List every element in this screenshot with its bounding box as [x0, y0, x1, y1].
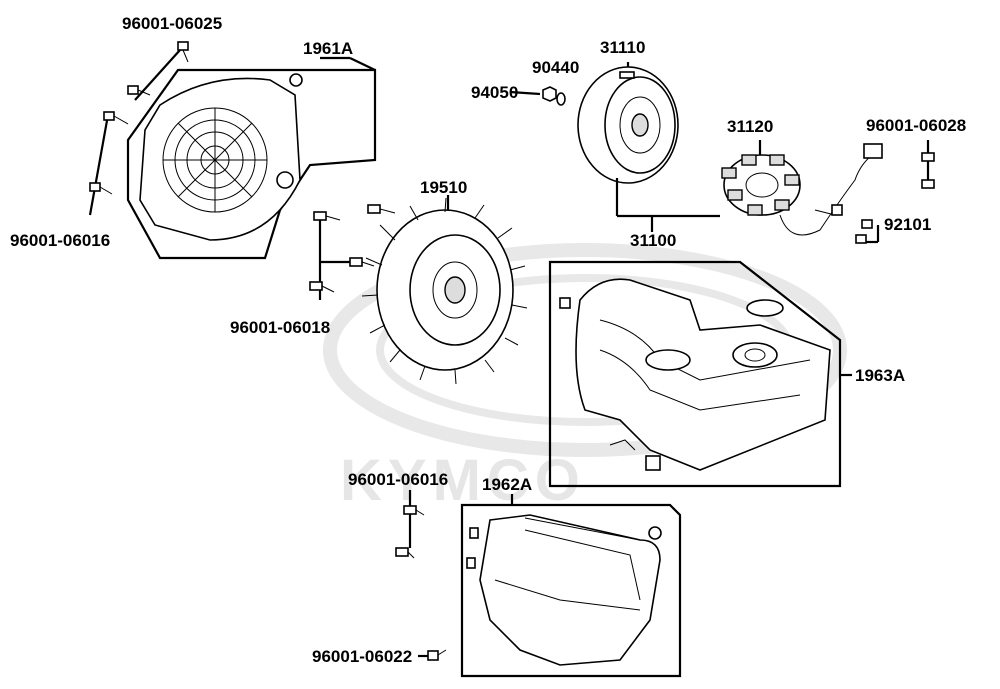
group-1962A — [460, 494, 682, 678]
label-92101: 92101 — [884, 215, 931, 234]
label-96001-06028: 96001-06028 — [866, 116, 966, 135]
bracket-31100 — [615, 178, 720, 232]
screws-right-top — [921, 140, 935, 189]
screws-06018 — [309, 204, 396, 300]
group-1961A-frame — [126, 68, 377, 260]
screws-left — [88, 41, 189, 216]
label-31110: 31110 — [600, 38, 645, 57]
part-labels: 96001-06025 1961A 96001-06016 90440 3111… — [10, 14, 966, 666]
label-19510: 19510 — [420, 178, 467, 197]
group-1963A-frame — [548, 260, 842, 488]
screw-06022 — [418, 649, 447, 661]
label-90440: 90440 — [532, 58, 579, 77]
group-1963A — [548, 260, 852, 488]
label-1961A: 1961A — [303, 39, 353, 58]
watermark-text: KYMCO — [340, 448, 586, 513]
fan-19510 — [361, 195, 528, 385]
label-96001-06022: 96001-06022 — [312, 647, 412, 666]
stator-31120 — [721, 140, 883, 236]
label-96001-06016-mid: 96001-06016 — [348, 470, 448, 489]
fan-shroud-part — [139, 73, 303, 241]
screws-mid — [395, 490, 425, 559]
cover-1962A-part — [466, 514, 662, 666]
label-96001-06016-left: 96001-06016 — [10, 231, 110, 250]
label-31100: 31100 — [630, 231, 676, 250]
cover-1963A-part — [559, 278, 831, 471]
flywheel-31110 — [577, 62, 679, 184]
nut-washer — [509, 86, 566, 106]
screws-92101 — [855, 219, 880, 244]
label-1963A: 1963A — [855, 366, 905, 385]
label-96001-06018: 96001-06018 — [230, 318, 330, 337]
label-1962A: 1962A — [482, 475, 532, 494]
group-1962A-frame — [460, 503, 682, 678]
label-96001-06025: 96001-06025 — [122, 14, 222, 33]
label-94050: 94050 — [471, 83, 518, 102]
label-31120: 31120 — [727, 117, 773, 136]
group-1961A — [126, 56, 377, 260]
